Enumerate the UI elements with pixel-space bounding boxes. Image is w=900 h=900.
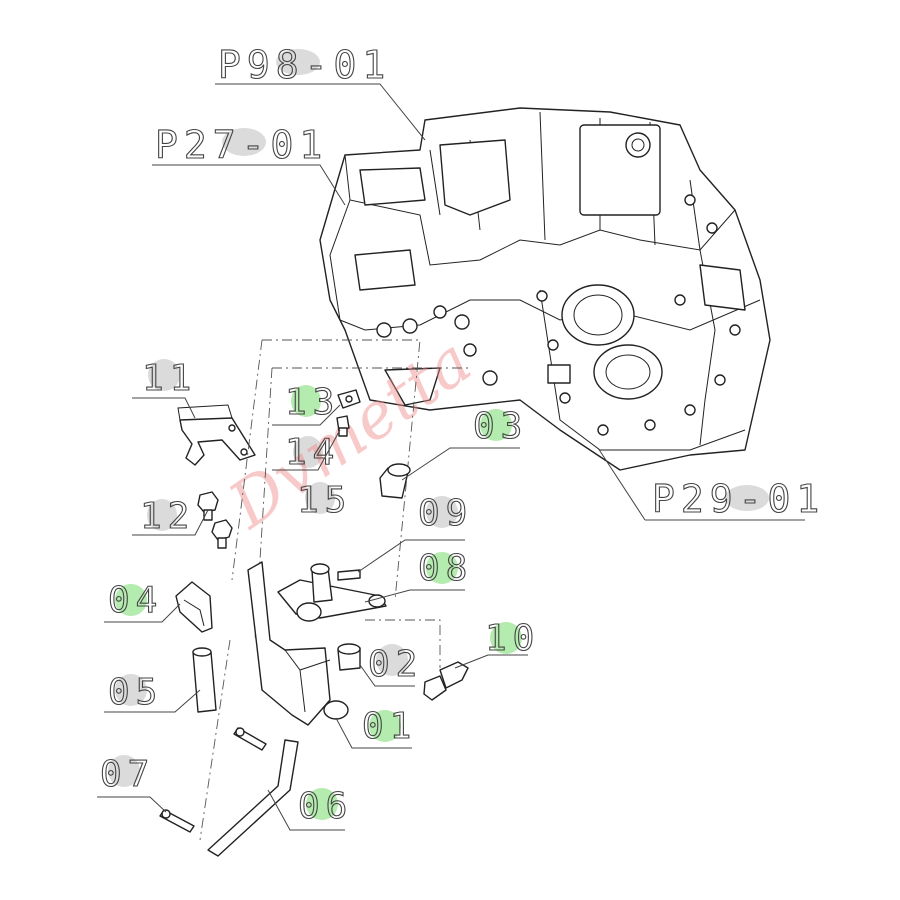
label-07: 07 [100, 754, 155, 795]
guide-line-5 [231, 339, 263, 581]
leader-p27 [152, 164, 346, 206]
guide-line-3 [199, 639, 231, 841]
part-09-pin [337, 539, 465, 581]
label-03: 03 [473, 406, 528, 447]
highlight-07 [108, 755, 140, 787]
highlight-14 [293, 436, 323, 468]
highlight-10 [490, 622, 522, 654]
highlight-05 [115, 674, 147, 706]
highlight-04 [115, 584, 147, 616]
guide-line-4 [365, 619, 441, 668]
label-06: 06 [298, 786, 353, 827]
transmission-housing [319, 107, 771, 471]
label-13: 13 [285, 382, 340, 423]
part-11-bracket [132, 397, 256, 466]
label-11: 11 [142, 358, 197, 399]
label-10: 10 [485, 618, 540, 659]
part-12-bolts [132, 491, 233, 549]
highlight-08 [426, 552, 458, 584]
label-02: 02 [368, 644, 423, 685]
leader-p29 [597, 447, 805, 521]
highlight-13 [291, 385, 321, 417]
part-05-sleeve [104, 647, 217, 713]
highlight-p98 [276, 49, 320, 75]
leader-p98 [215, 83, 426, 141]
part-04-knob [104, 581, 213, 633]
highlight-p27 [222, 128, 266, 156]
highlight-03 [480, 409, 512, 441]
highlight-02 [376, 644, 408, 676]
part-06-rod [207, 739, 345, 857]
label-12: 12 [140, 496, 195, 537]
highlight-12 [147, 499, 177, 531]
highlight-01 [369, 710, 401, 742]
highlight-11 [148, 359, 180, 391]
part-08-lever [277, 563, 465, 622]
label-01: 01 [362, 706, 417, 747]
label-p27: P27-01 [155, 123, 328, 167]
label-09: 09 [418, 493, 473, 534]
part-13-14-screws [272, 389, 361, 471]
highlight-06 [306, 788, 338, 820]
label-15: 15 [297, 480, 352, 521]
label-p98: P98-01 [218, 43, 391, 87]
part-03-bushing [379, 447, 520, 499]
label-p29: P29-01 [652, 477, 825, 521]
highlight-09 [426, 496, 458, 528]
label-14: 14 [285, 432, 340, 473]
label-04: 04 [108, 580, 163, 621]
highlight-15 [305, 482, 335, 514]
part-01-bracket-lever [247, 561, 412, 749]
highlight-p29 [725, 485, 769, 511]
label-05: 05 [108, 672, 163, 713]
part-07-cotter-pins [97, 727, 267, 833]
label-08: 08 [418, 548, 473, 589]
part-02-bushing [337, 643, 415, 687]
part-10-elbow-pin [423, 654, 528, 701]
